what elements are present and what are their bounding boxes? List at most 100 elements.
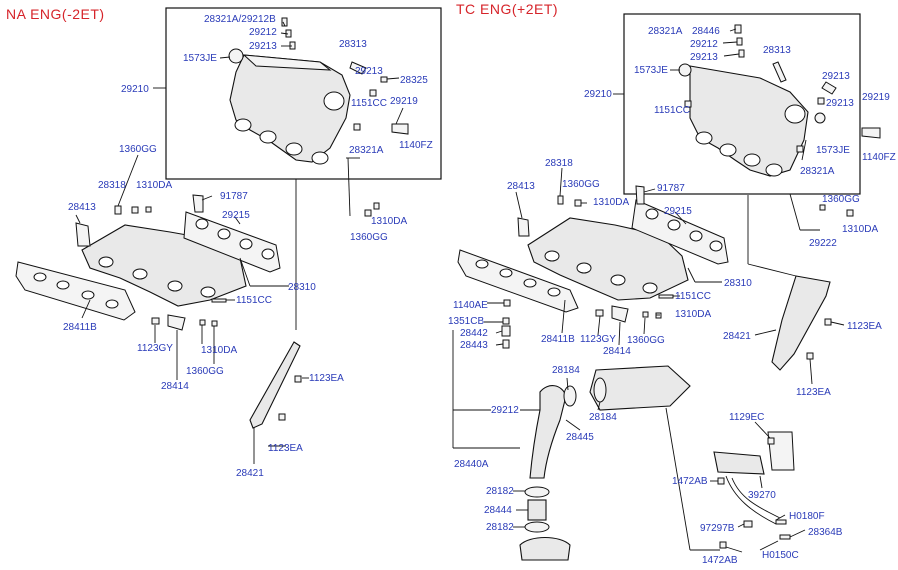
part-label: 1310DA bbox=[593, 197, 629, 208]
part-label: 28182 bbox=[486, 486, 514, 497]
part-label: 28421 bbox=[723, 331, 751, 342]
part-label: 28321A bbox=[349, 145, 384, 156]
right-exhaust-gasket bbox=[457, 249, 579, 313]
part-label: 1140AE bbox=[453, 300, 488, 311]
part-label: 28443 bbox=[460, 340, 488, 351]
part-label: 1151CC bbox=[675, 291, 711, 302]
part-label: 1573JE bbox=[183, 53, 217, 64]
part-label: 1123EA bbox=[847, 321, 882, 332]
part-label: 1129EC bbox=[729, 412, 764, 423]
part-label: 1360GG bbox=[119, 144, 157, 155]
part-label: 1140FZ bbox=[399, 140, 433, 151]
part-label: 29219 bbox=[862, 92, 890, 103]
left-assembly-frame bbox=[165, 7, 442, 180]
part-label: 28413 bbox=[68, 202, 96, 213]
part-label: 1151CC bbox=[236, 295, 272, 306]
part-label: 28310 bbox=[288, 282, 316, 293]
part-label: 28313 bbox=[763, 45, 791, 56]
part-label: 29212 bbox=[690, 39, 718, 50]
part-label: 28321A bbox=[648, 26, 683, 37]
part-label: 1310DA bbox=[201, 345, 237, 356]
part-label: 28411B bbox=[63, 322, 97, 333]
part-label: 29215 bbox=[664, 206, 692, 217]
part-label: 28445 bbox=[566, 432, 594, 443]
part-label: 1310DA bbox=[136, 180, 172, 191]
right-fasteners bbox=[501, 24, 881, 549]
left-intake-manifold bbox=[228, 48, 351, 165]
part-label: 1472AB bbox=[672, 476, 708, 487]
part-label: 28182 bbox=[486, 522, 514, 533]
part-label: 28325 bbox=[400, 75, 428, 86]
part-label: 29213 bbox=[826, 98, 854, 109]
part-label: 29210 bbox=[121, 84, 149, 95]
left-heat-shield bbox=[75, 222, 91, 247]
right-intake-manifold bbox=[678, 63, 826, 177]
part-label: 28321A bbox=[800, 166, 835, 177]
part-label: 39270 bbox=[748, 490, 776, 501]
part-label: 1573JE bbox=[634, 65, 668, 76]
part-label: 1351CB bbox=[448, 316, 484, 327]
part-label: 28414 bbox=[603, 346, 631, 357]
part-label: 29222 bbox=[809, 238, 837, 249]
part-label: 28184 bbox=[552, 365, 580, 376]
right-assembly-frame bbox=[623, 13, 861, 195]
right-title: TC ENG(+2ET) bbox=[456, 1, 559, 17]
part-label: 1360GG bbox=[562, 179, 600, 190]
right-sensor-assembly bbox=[713, 431, 795, 525]
left-title: NA ENG(-2ET) bbox=[6, 6, 105, 22]
left-intake-gasket bbox=[183, 211, 281, 273]
part-label: 91787 bbox=[220, 191, 248, 202]
part-label: 1123EA bbox=[309, 373, 344, 384]
part-label: 29219 bbox=[390, 96, 418, 107]
left-fasteners bbox=[114, 17, 409, 421]
part-label: 29210 bbox=[584, 89, 612, 100]
part-label: 29212 bbox=[249, 27, 277, 38]
right-bracket bbox=[771, 275, 831, 371]
part-label: 29213 bbox=[690, 52, 718, 63]
part-label: 1472AB bbox=[702, 555, 738, 565]
part-label: H0180F bbox=[789, 511, 825, 522]
part-label: 29215 bbox=[222, 210, 250, 221]
part-label: 28318 bbox=[545, 158, 573, 169]
part-label: 1123GY bbox=[580, 334, 616, 345]
right-intake-gasket bbox=[631, 199, 729, 265]
part-label: 28364B bbox=[808, 527, 843, 538]
part-label: 1123GY bbox=[137, 343, 173, 354]
part-label: 1151CC bbox=[654, 105, 690, 116]
part-label: 1573JE bbox=[816, 145, 850, 156]
part-label: 1310DA bbox=[371, 216, 407, 227]
part-label: 28442 bbox=[460, 328, 488, 339]
left-bracket bbox=[249, 341, 301, 429]
part-label: 97297B bbox=[700, 523, 735, 534]
part-label: 29212 bbox=[491, 405, 519, 416]
part-label: 1151CC bbox=[351, 98, 387, 109]
part-label: 28310 bbox=[724, 278, 752, 289]
part-label: H0150C bbox=[762, 550, 799, 561]
left-exhaust-gasket bbox=[15, 261, 136, 321]
part-label: 28184 bbox=[589, 412, 617, 423]
part-label: 28421 bbox=[236, 468, 264, 479]
part-label: 1310DA bbox=[675, 309, 711, 320]
part-label: 28318 bbox=[98, 180, 126, 191]
part-label: 29213 bbox=[249, 41, 277, 52]
part-label: 28414 bbox=[161, 381, 189, 392]
part-label: 28444 bbox=[484, 505, 512, 516]
part-label: 1360GG bbox=[627, 335, 665, 346]
right-heat-shield bbox=[517, 217, 530, 237]
part-label: 91787 bbox=[657, 183, 685, 194]
part-label: 1123EA bbox=[796, 387, 831, 398]
right-exhaust-manifold bbox=[527, 217, 689, 301]
part-label: 28413 bbox=[507, 181, 535, 192]
part-label: 1140FZ bbox=[862, 152, 896, 163]
part-label: 1360GG bbox=[822, 194, 860, 205]
part-label: 1310DA bbox=[842, 224, 878, 235]
part-label: 1123EA bbox=[268, 443, 303, 454]
part-label: 28440A bbox=[454, 459, 489, 470]
part-label: 28446 bbox=[692, 26, 720, 37]
part-label: 28411B bbox=[541, 334, 575, 345]
part-label: 1360GG bbox=[186, 366, 224, 377]
leader-lines bbox=[75, 21, 845, 553]
